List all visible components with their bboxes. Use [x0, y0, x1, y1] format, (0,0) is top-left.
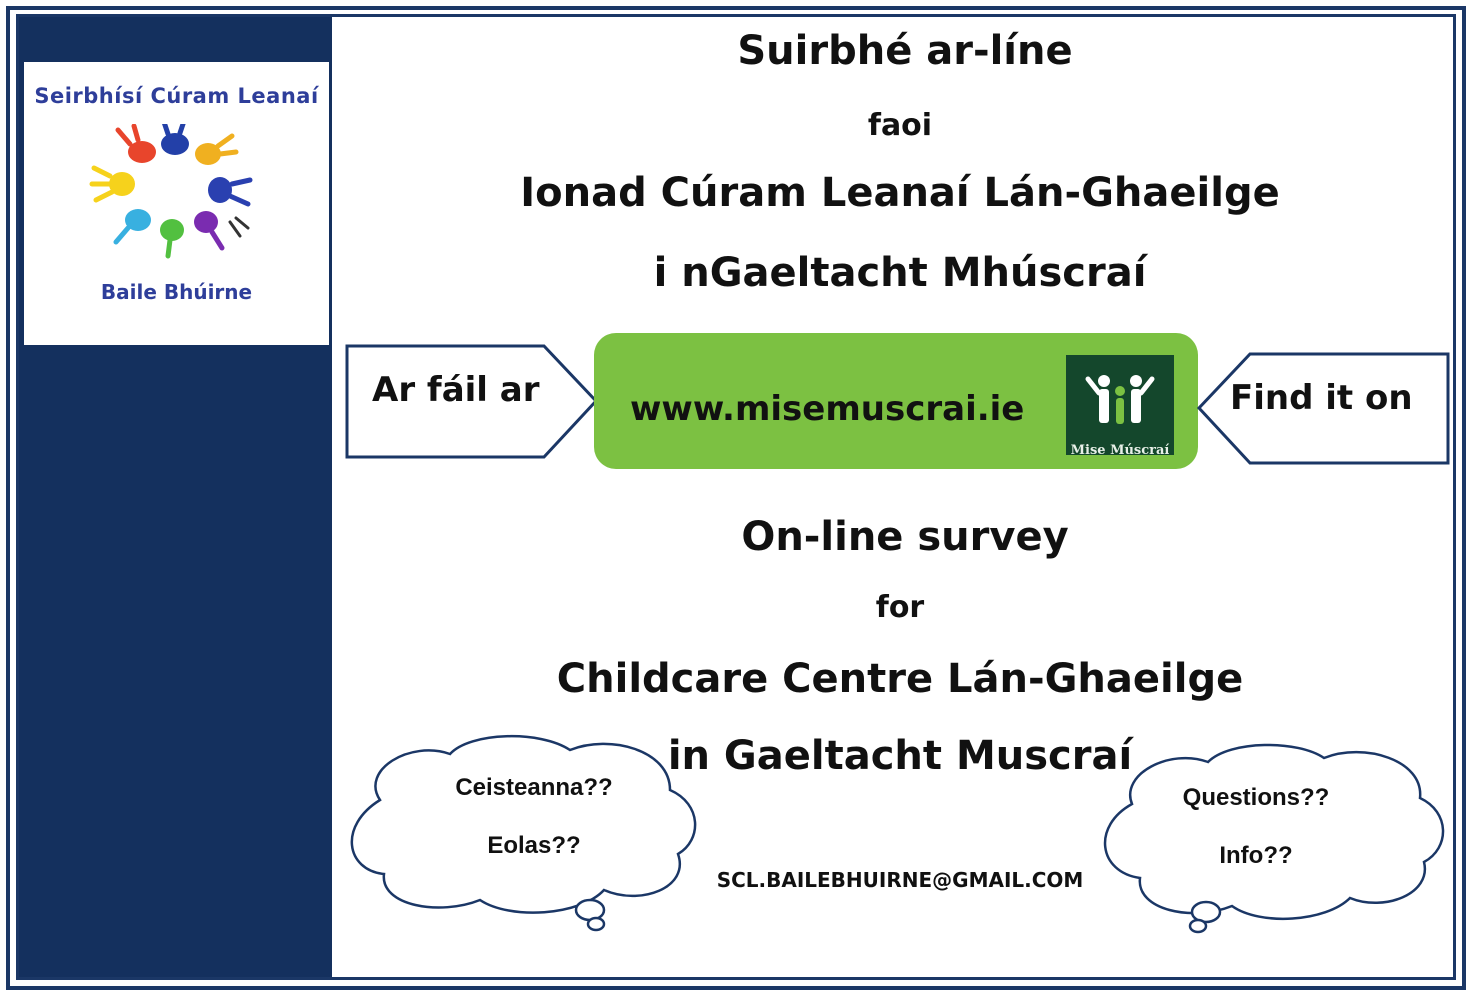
- logo-top-text: Seirbhísí Cúram Leanaí: [34, 84, 319, 108]
- mise-muscrai-logo: Mise Múscraí: [1066, 355, 1174, 458]
- cloud-left-line-2: Eolas??: [487, 832, 581, 859]
- logo-bottom-text: Baile Bhúirne: [100, 280, 253, 304]
- irish-connector: faoi: [867, 108, 933, 143]
- website-url[interactable]: www.misemuscrai.ie: [630, 389, 1025, 429]
- mise-muscrai-logo-text: Mise Múscraí: [1070, 443, 1170, 458]
- english-title: On-line survey: [741, 514, 1069, 560]
- contact-email[interactable]: SCL.BAILEBHUIRNE@GMAIL.COM: [716, 868, 1084, 892]
- service-logo: Seirbhísí Cúram Leanaí: [24, 62, 329, 345]
- english-line-1: Childcare Centre Lán-Ghaeilge: [556, 656, 1244, 702]
- url-panel: www.misemuscrai.ie Mise Múscraí: [594, 333, 1198, 469]
- right-arrow-callout: [1196, 352, 1450, 465]
- left-arrow-label: Ar fáil ar: [372, 370, 540, 410]
- irish-title: Suirbhé ar-líne: [737, 28, 1073, 74]
- irish-line-1: Ionad Cúram Leanaí Lán-Ghaeilge: [520, 170, 1280, 216]
- right-arrow-label: Find it on: [1230, 378, 1413, 418]
- left-arrow-callout: [345, 344, 599, 459]
- english-line-2: in Gaeltacht Muscraí: [667, 733, 1133, 779]
- irish-line-2: i nGaeltacht Mhúscraí: [653, 250, 1147, 296]
- english-connector: for: [875, 590, 925, 625]
- thought-cloud-english: [1103, 743, 1445, 934]
- cloud-right-line-1: Questions??: [1182, 784, 1330, 811]
- cloud-right-line-2: Info??: [1219, 842, 1293, 869]
- family-icon: [1085, 375, 1155, 424]
- handprints-icon: [89, 124, 253, 259]
- thought-cloud-irish: [350, 735, 697, 932]
- cloud-left-line-1: Ceisteanna??: [455, 774, 613, 801]
